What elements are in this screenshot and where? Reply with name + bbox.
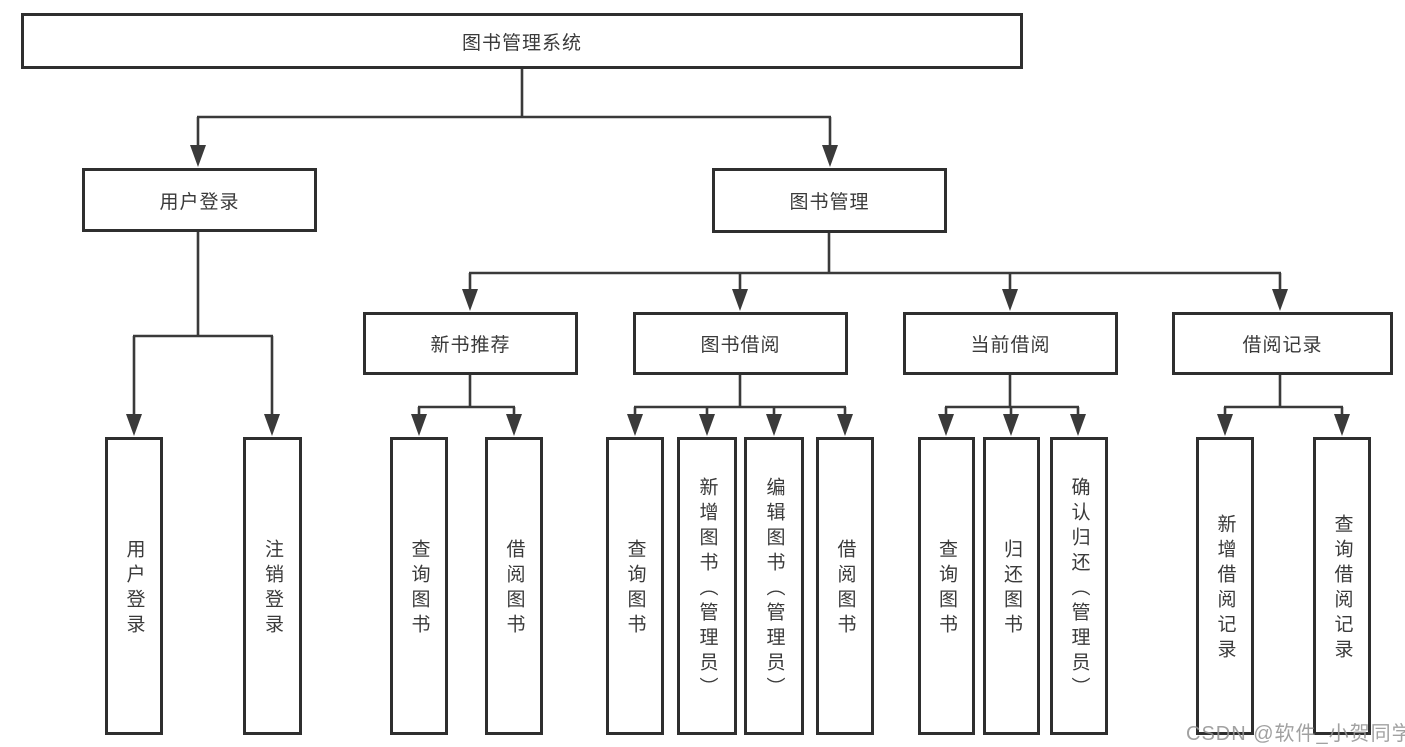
node-user-login: 用户登录 — [82, 168, 317, 232]
leaf-confirm-return-admin: 确认归还（管理员） — [1050, 437, 1108, 735]
node-root-library-system: 图书管理系统 — [21, 13, 1023, 69]
arrowheads-borrow-records-children — [1217, 414, 1350, 436]
leaf-query-borrow-record: 查询借阅记录 — [1313, 437, 1371, 735]
node-borrow-records: 借阅记录 — [1172, 312, 1393, 375]
leaf-borrow-books: 借阅图书 — [816, 437, 874, 735]
leaf-user-login: 用户登录 — [105, 437, 163, 735]
node-book-borrow: 图书借阅 — [633, 312, 848, 375]
leaf-query-books-recommend: 查询图书 — [390, 437, 448, 735]
arrowheads-level3 — [462, 289, 1288, 311]
node-new-book-recommend: 新书推荐 — [363, 312, 578, 375]
leaf-query-books-current: 查询图书 — [918, 437, 975, 735]
connector-book-mgmt-children — [468, 233, 1282, 292]
leaf-query-books-borrow: 查询图书 — [606, 437, 664, 735]
connector-user-login-children — [132, 232, 274, 417]
node-current-borrow: 当前借阅 — [903, 312, 1118, 375]
leaf-edit-book-admin: 编辑图书（管理员） — [744, 437, 804, 735]
arrowheads-user-login-children — [126, 414, 280, 436]
csdn-watermark: CSDN @软件_小贺同学 — [1186, 723, 1405, 745]
leaf-logout: 注销登录 — [243, 437, 302, 735]
arrowheads-level2 — [190, 145, 838, 167]
leaf-borrow-books-recommend: 借阅图书 — [485, 437, 543, 735]
arrowheads-new-book-children — [411, 414, 522, 436]
connector-new-book-children — [417, 375, 516, 417]
arrowheads-current-borrow-children — [938, 414, 1086, 436]
connector-current-borrow-children — [944, 375, 1080, 417]
leaf-add-book-admin: 新增图书（管理员） — [677, 437, 737, 735]
connector-borrow-records-children — [1223, 375, 1344, 417]
leaf-return-book: 归还图书 — [983, 437, 1040, 735]
leaf-add-borrow-record: 新增借阅记录 — [1196, 437, 1254, 735]
connector-book-borrow-children — [633, 375, 847, 417]
node-book-management: 图书管理 — [712, 168, 947, 233]
arrowheads-book-borrow-children — [627, 414, 853, 436]
connector-root-to-level2 — [196, 68, 832, 148]
